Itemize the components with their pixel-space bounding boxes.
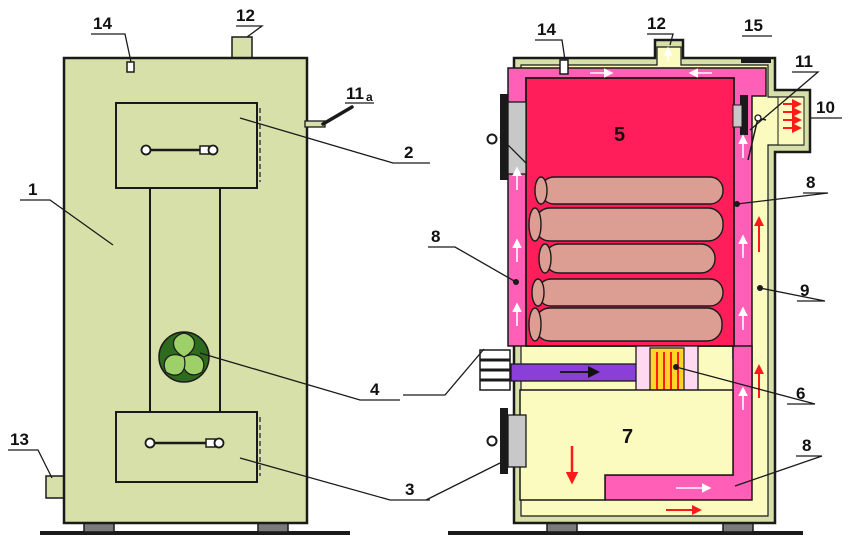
label-11a-sub: a <box>366 90 373 104</box>
label-4: 4 <box>370 380 380 399</box>
label-11: 11 <box>795 52 813 71</box>
fan-housing-icon <box>479 349 511 391</box>
label-14-left: 14 <box>93 14 112 33</box>
label-8-left: 8 <box>431 227 440 246</box>
ash-door-insulation <box>507 414 527 468</box>
heat-arrows <box>666 99 802 515</box>
outlet-pipe-12 <box>231 36 253 60</box>
gas-flow-arrows <box>512 46 748 493</box>
ash-door-section <box>500 408 508 474</box>
boiler-front-view <box>40 36 354 535</box>
label-3: 3 <box>405 480 414 499</box>
draft-regulator-lever <box>321 105 354 126</box>
loading-door <box>115 102 258 189</box>
cleaning-hatch-15 <box>741 57 771 63</box>
label-1: 1 <box>28 180 37 199</box>
label-15: 15 <box>744 16 763 35</box>
label-8-right: 8 <box>806 173 815 192</box>
loading-door-section <box>500 94 508 180</box>
floor-line-right <box>448 531 803 535</box>
label-9: 9 <box>800 281 809 300</box>
boiler-section-view <box>448 38 812 535</box>
label-6: 6 <box>796 384 805 403</box>
damper-plate <box>740 95 748 135</box>
door-handle <box>144 437 225 449</box>
ash-door <box>115 411 258 483</box>
thermometer-socket-14 <box>126 61 135 73</box>
label-12-right: 12 <box>647 14 666 33</box>
labels: 14 12 11 a 1 2 4 3 13 14 12 15 11 10 5 8… <box>10 6 835 499</box>
damper-seat <box>732 104 743 128</box>
label-14-right: 14 <box>537 20 556 39</box>
firewood-logs <box>528 176 724 342</box>
floor-line-left <box>40 531 350 535</box>
label-10: 10 <box>816 98 835 117</box>
door-handle <box>140 144 219 156</box>
thermometer-socket-14 <box>559 59 569 75</box>
label-13: 13 <box>10 430 29 449</box>
label-5: 5 <box>614 124 625 146</box>
hinge-icon <box>486 133 498 145</box>
fan-icon <box>158 331 210 383</box>
hinge-icon <box>486 435 498 447</box>
leader-lines <box>8 25 842 501</box>
label-2: 2 <box>404 143 413 162</box>
label-7: 7 <box>622 426 633 448</box>
label-8-bottom: 8 <box>802 436 811 455</box>
label-11a: 11 <box>346 84 364 103</box>
door-insulation <box>507 101 527 175</box>
label-12-left: 12 <box>236 6 255 25</box>
